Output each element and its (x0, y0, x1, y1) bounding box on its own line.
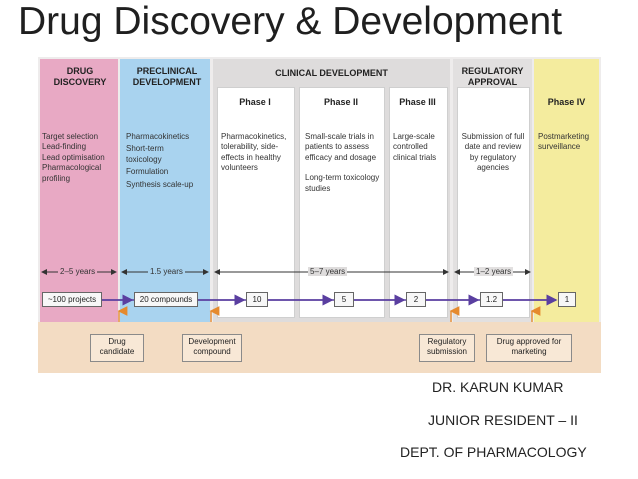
slide-title: Drug Discovery & Development (18, 0, 563, 43)
credit-name: DR. KARUN KUMAR (432, 379, 564, 395)
discovery-duration: 2–5 years (58, 267, 98, 276)
count-phase1: 10 (246, 292, 268, 307)
preclinical-duration: 1.5 years (148, 267, 185, 276)
milestone-development-compound: Development compound (182, 334, 242, 362)
discovery-items: Target selection Lead-finding Lead optim… (42, 132, 118, 184)
count-discovery: ~100 projects (42, 292, 102, 307)
list-item: Large-scale controlled clinical trials (393, 132, 437, 162)
discovery-header: DRUG DISCOVERY (53, 66, 107, 87)
phase4-title: Phase IV (547, 97, 586, 107)
phase3-title: Phase III (399, 97, 436, 107)
count-phase3: 2 (406, 292, 426, 307)
list-item: Pharmacokinetics, tolerability, side-eff… (221, 132, 287, 173)
regulatory-items: Submission of full date and review by re… (460, 132, 526, 174)
count-preclinical: 20 compounds (134, 292, 198, 307)
list-item: Small-scale trials in patients to assess… (305, 132, 377, 162)
milestone-regulatory-submission: Regulatory submission (419, 334, 475, 362)
count-regulatory: 1.2 (480, 292, 503, 307)
list-item: Pharmacokinetics (126, 132, 190, 141)
phase2-items: Small-scale trials in patients to assess… (305, 132, 381, 194)
list-item: Short-term toxicology (126, 144, 164, 164)
list-item: Lead-finding (42, 142, 87, 152)
phase4-items: Postmarketing surveillance (538, 132, 596, 153)
list-item: Long-term toxicology studies (305, 173, 380, 193)
regulatory-box (457, 87, 530, 318)
drug-development-diagram: DRUG DISCOVERY PRECLINICAL DEVELOPMENT C… (38, 57, 601, 373)
phase2-box (299, 87, 385, 318)
preclinical-items: Pharmacokinetics Short-term toxicology F… (126, 132, 198, 190)
regulatory-duration: 1–2 years (474, 267, 514, 276)
phase3-box (389, 87, 448, 318)
phase1-items: Pharmacokinetics, tolerability, side-eff… (221, 132, 291, 174)
count-phase2: 5 (334, 292, 354, 307)
phase1-title: Phase I (239, 97, 271, 107)
phase4-column (534, 59, 599, 327)
milestone-drug-candidate: Drug candidate (90, 334, 144, 362)
discovery-column (40, 59, 118, 327)
phase2-title: Phase II (323, 97, 359, 107)
clinical-duration: 5–7 years (308, 267, 348, 276)
preclinical-header: PRECLINICAL DEVELOPMENT (132, 66, 202, 87)
preclinical-column (120, 59, 210, 327)
clinical-header: CLINICAL DEVELOPMENT (275, 68, 388, 78)
count-phase4: 1 (558, 292, 576, 307)
regulatory-header: REGULATORY APPROVAL (461, 66, 524, 87)
list-item: Synthesis scale-up (126, 179, 194, 189)
list-item: Postmarketing surveillance (538, 132, 590, 152)
list-item: Lead optimisation (42, 152, 105, 162)
milestone-drug-approved: Drug approved for marketing (486, 334, 572, 362)
list-item: Submission of full date and review by re… (461, 132, 525, 173)
phase1-box (217, 87, 295, 318)
list-item: Target selection (42, 132, 99, 141)
credit-department: DEPT. OF PHARMACOLOGY (400, 444, 587, 460)
list-item: Formulation (126, 167, 169, 177)
list-item: Pharmacological profiling (42, 163, 102, 183)
credit-position: JUNIOR RESIDENT – II (428, 412, 578, 428)
phase3-items: Large-scale controlled clinical trials (393, 132, 445, 163)
